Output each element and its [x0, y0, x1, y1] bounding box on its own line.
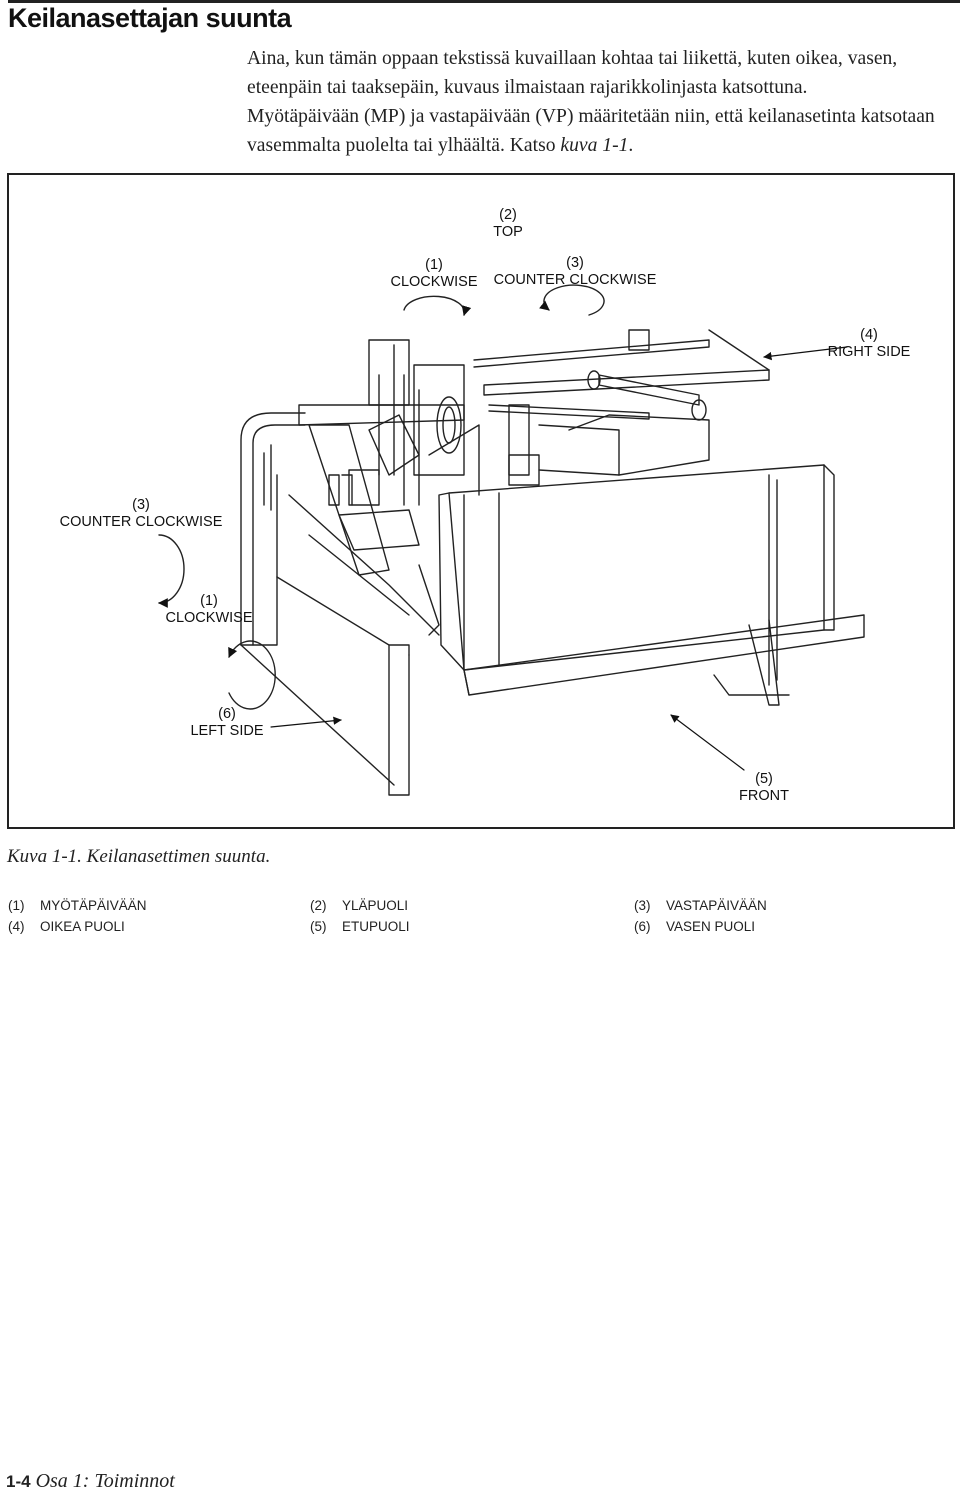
central-mechanism [288, 370, 710, 636]
page-title: Keilanasettajan suunta [8, 3, 292, 33]
top-clockwise-text: CLOCKWISE [390, 274, 478, 290]
figure-caption: Kuva 1-1. Keilanasettimen suunta. [7, 846, 271, 867]
right-side-text: RIGHT SIDE [827, 344, 911, 360]
left-clockwise-label: (1) CLOCKWISE [159, 593, 259, 627]
legend-text: VASEN PUOLI [666, 919, 756, 934]
pinsetter-orientation-figure: (2) TOP (1) CLOCKWISE (3) COUNTER CLOCKW… [7, 173, 955, 829]
legend-text: OIKEA PUOLI [40, 919, 125, 934]
left-side-text: LEFT SIDE [190, 723, 264, 739]
legend-item: (3) VASTAPÄIVÄÄN [634, 898, 767, 913]
intro-paragraph-2: Myötäpäivään (MP) ja vastapäivään (VP) m… [247, 102, 953, 160]
left-clockwise-number: (1) [200, 593, 218, 609]
left-frame [240, 412, 410, 796]
legend-number: (4) [8, 919, 25, 934]
legend-number: (6) [634, 919, 651, 934]
front-deck [438, 464, 865, 706]
page-footer: 1-4 Osa 1: Toiminnot [6, 1470, 175, 1493]
legend-item: (2) YLÄPUOLI [310, 898, 408, 913]
legend-text: MYÖTÄPÄIVÄÄN [40, 898, 147, 913]
left-counter-clockwise-text: COUNTER CLOCKWISE [59, 514, 223, 530]
intro-paragraph-1: Aina, kun tämän oppaan tekstissä kuvaill… [247, 48, 898, 98]
left-side-label: (6) LEFT SIDE [179, 706, 275, 740]
legend-item: (1) MYÖTÄPÄIVÄÄN [8, 898, 147, 913]
left-side-number: (6) [218, 706, 236, 722]
front-arrow [670, 714, 745, 771]
top-clockwise-arrow [403, 295, 472, 316]
legend-text: VASTAPÄIVÄÄN [666, 898, 767, 913]
legend-number: (3) [634, 898, 651, 913]
intro-text: Aina, kun tämän oppaan tekstissä kuvaill… [247, 44, 953, 160]
left-counter-clockwise-number: (3) [132, 497, 150, 513]
right-side-label: (4) RIGHT SIDE [821, 327, 917, 361]
rotation-arcs [158, 284, 605, 710]
top-counter-clockwise-number: (3) [566, 255, 584, 271]
top-text: TOP [493, 224, 523, 240]
pointer-arrows [270, 346, 848, 771]
legend-item: (4) OIKEA PUOLI [8, 919, 125, 934]
top-counter-clockwise-label: (3) COUNTER CLOCKWISE [487, 255, 663, 289]
left-clockwise-text: CLOCKWISE [165, 610, 253, 626]
top-counter-clockwise-arrow [539, 284, 605, 316]
legend-item: (6) VASEN PUOLI [634, 919, 755, 934]
legend-number: (2) [310, 898, 327, 913]
legend-item: (5) ETUPUOLI [310, 919, 410, 934]
front-label: (5) FRONT [729, 771, 799, 805]
left-counter-clockwise-arrow [158, 534, 185, 608]
front-text: FRONT [739, 788, 789, 804]
top-counter-clockwise-text: COUNTER CLOCKWISE [493, 272, 657, 288]
left-counter-clockwise-label: (3) COUNTER CLOCKWISE [53, 497, 229, 531]
title-rule [8, 0, 960, 45]
top-clockwise-label: (1) CLOCKWISE [384, 257, 484, 291]
front-number: (5) [755, 771, 773, 787]
page-number: 1-4 [6, 1472, 31, 1491]
left-clockwise-arrow [228, 640, 276, 710]
legend-text: ETUPUOLI [342, 919, 410, 934]
top-rear-frame [298, 329, 770, 476]
right-side-arrow [763, 346, 848, 361]
left-side-arrow [270, 716, 342, 728]
legend-text: YLÄPUOLI [342, 898, 409, 913]
figure-reference-link: kuva 1-1 [560, 135, 629, 156]
top-label: (2) TOP [487, 207, 529, 241]
section-name: Osa 1: Toiminnot [35, 1470, 175, 1492]
top-number: (2) [499, 207, 517, 223]
legend-number: (5) [310, 919, 327, 934]
right-side-number: (4) [860, 327, 878, 343]
intro-paragraph-2-text: Myötäpäivään (MP) ja vastapäivään (VP) m… [247, 106, 935, 156]
pinsetter-drawing [158, 284, 865, 796]
legend-number: (1) [8, 898, 25, 913]
top-clockwise-number: (1) [425, 257, 443, 273]
intro-paragraph-2-end: . [628, 135, 634, 156]
